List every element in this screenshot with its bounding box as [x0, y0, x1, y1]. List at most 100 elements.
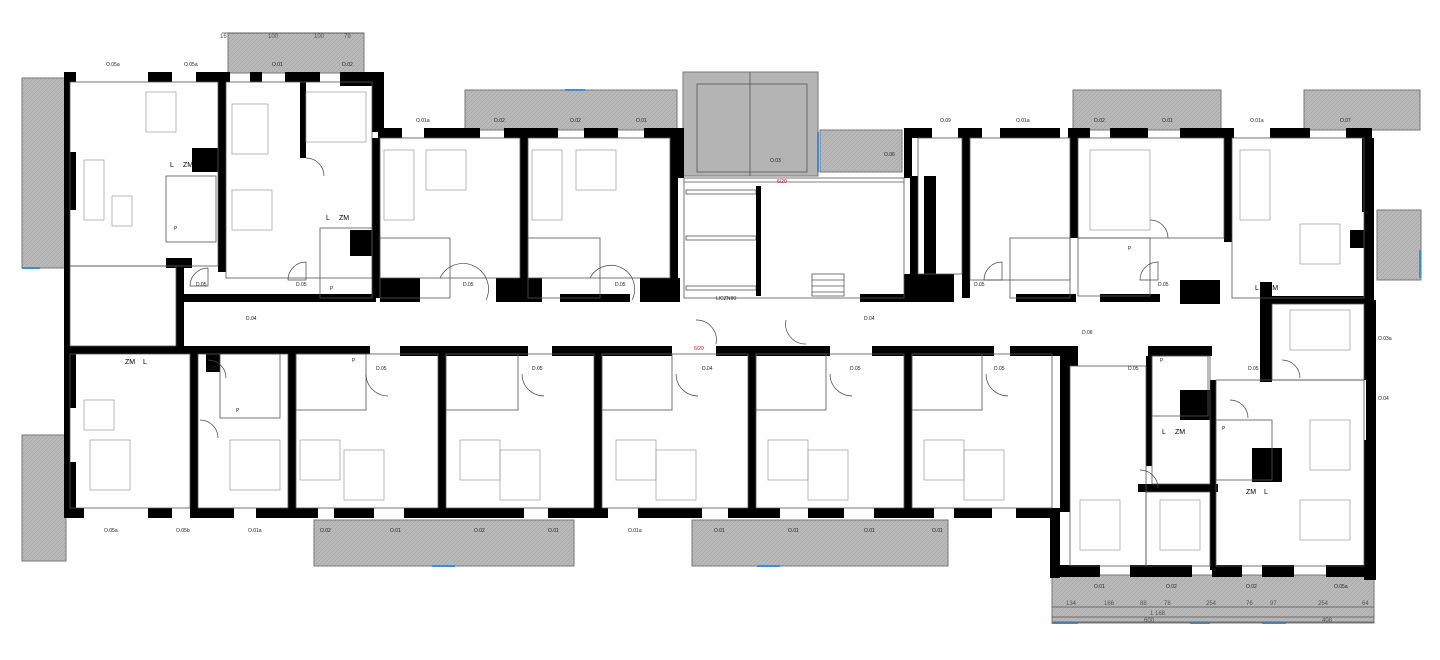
- window-code: O.01: [272, 62, 283, 68]
- window-codes: O.05a O.05a O.01 O.02 O.01a O.02 O.02 O.…: [104, 62, 1392, 590]
- code-l: L: [170, 162, 174, 169]
- window-code: O.04: [1378, 396, 1389, 402]
- window-code: O.01a: [628, 528, 642, 534]
- window-code: O.05a: [104, 528, 118, 534]
- window-code: O.01: [714, 528, 725, 534]
- dim: 64: [1362, 601, 1369, 607]
- door-id: D.04: [864, 316, 875, 322]
- window-code: O.05b: [176, 528, 190, 534]
- window-code: O.02: [342, 62, 353, 68]
- meters-label: LICZNIKI: [716, 296, 737, 302]
- window-code: O.01: [932, 528, 943, 534]
- balcony-top-mid: [464, 89, 678, 131]
- walls: [64, 72, 1376, 580]
- door-ids: D.05 D.05 D.05 D.05 D.05 D.05 D.04 D.04 …: [196, 282, 1259, 372]
- glass-accents: [22, 89, 1421, 624]
- dim: 100: [268, 34, 279, 40]
- door-id: D.05: [463, 282, 474, 288]
- top-dimensions: 16 100 100 79: [220, 32, 364, 40]
- door-swings: [189, 157, 1301, 489]
- room-codes: ZM L ZM L ZM L ZM L ZM L ZM L P P P P P …: [125, 162, 1278, 496]
- door-id: D.05: [994, 366, 1005, 372]
- window-code: O.01a: [416, 118, 430, 124]
- code-l: L: [1255, 285, 1259, 292]
- window-code: O.02: [1166, 584, 1177, 590]
- red-mark: 6/20: [694, 346, 704, 352]
- door-id: D.04: [246, 316, 257, 322]
- code-zm: ZM: [1268, 285, 1278, 292]
- code-l: L: [143, 359, 147, 366]
- door-id: D.05: [1248, 366, 1259, 372]
- window-code: O.03: [770, 158, 781, 164]
- window-code: O.01: [864, 528, 875, 534]
- dim-total: 1 168: [1150, 611, 1166, 617]
- dim: 88: [1140, 601, 1147, 607]
- red-mark: 6/20: [777, 179, 787, 185]
- dim: 166: [1104, 601, 1115, 607]
- code-zm: ZM: [125, 359, 135, 366]
- balcony-bottom-3: [1051, 574, 1375, 624]
- code-p: P: [330, 286, 334, 292]
- window-code: O.01: [390, 528, 401, 534]
- balconies: [21, 32, 1422, 624]
- code-p: P: [236, 408, 240, 414]
- dim: 97: [1270, 601, 1277, 607]
- dim: 254: [1206, 601, 1217, 607]
- dim: 16: [220, 34, 227, 40]
- balcony-top-right2: [1303, 89, 1421, 131]
- door-id: D.05: [615, 282, 626, 288]
- code-zm: ZM: [1246, 489, 1256, 496]
- door-id: D.06: [1082, 330, 1093, 336]
- window-code: O.05a: [1334, 584, 1348, 590]
- window-code: O.01a: [248, 528, 262, 534]
- dim-sub: 408: [1322, 618, 1333, 624]
- code-p: P: [174, 226, 178, 232]
- code-p: P: [1222, 426, 1226, 432]
- code-p: P: [1128, 246, 1132, 252]
- window-code: O.01: [1162, 118, 1173, 124]
- window-code: O.07: [1340, 118, 1351, 124]
- dim: 100: [314, 34, 325, 40]
- code-zm: ZM: [183, 162, 193, 169]
- balcony-top-left: [227, 32, 365, 74]
- window-code: O.01: [636, 118, 647, 124]
- door-id: D.05: [376, 366, 387, 372]
- code-zm: ZM: [339, 215, 349, 222]
- dim: 76: [1246, 601, 1253, 607]
- window-code: O.01: [1094, 584, 1105, 590]
- window-code: O.09: [940, 118, 951, 124]
- window-code: O.02: [320, 528, 331, 534]
- thin-partitions: [69, 72, 1365, 567]
- stair-lift-box: [682, 71, 819, 177]
- window-code: O.01: [788, 528, 799, 534]
- door-id: D.05: [1128, 366, 1139, 372]
- dim-sub: 600: [1144, 618, 1155, 624]
- door-id: D.05: [1158, 282, 1169, 288]
- code-p: P: [352, 358, 356, 364]
- dim: 76: [1164, 601, 1171, 607]
- door-id: D.05: [850, 366, 861, 372]
- window-code: O.02: [570, 118, 581, 124]
- code-l: L: [1162, 429, 1166, 436]
- code-zm: ZM: [1175, 429, 1185, 436]
- stair-annotations: LICZNIKI 6/20 6/20: [694, 179, 787, 352]
- window-code: O.02: [1094, 118, 1105, 124]
- window-code: O.05a: [106, 62, 120, 68]
- window-code: O.02: [1246, 584, 1257, 590]
- furniture: [83, 91, 1351, 551]
- balcony-bottom-2: [691, 519, 949, 567]
- balcony-left-top: [21, 77, 67, 269]
- dim: 134: [1066, 601, 1077, 607]
- door-id: D.05: [196, 282, 207, 288]
- door-id: D.04: [702, 366, 713, 372]
- door-id: D.05: [532, 366, 543, 372]
- balcony-left-bottom: [21, 434, 67, 562]
- window-code: O.03a: [1378, 336, 1392, 342]
- door-id: D.05: [296, 282, 307, 288]
- code-p: P: [1160, 358, 1164, 364]
- balcony-top-right: [1072, 89, 1222, 131]
- window-code: O.06: [884, 152, 895, 158]
- window-code: O.05a: [184, 62, 198, 68]
- window-code: O.02: [474, 528, 485, 534]
- dim: 254: [1318, 601, 1329, 607]
